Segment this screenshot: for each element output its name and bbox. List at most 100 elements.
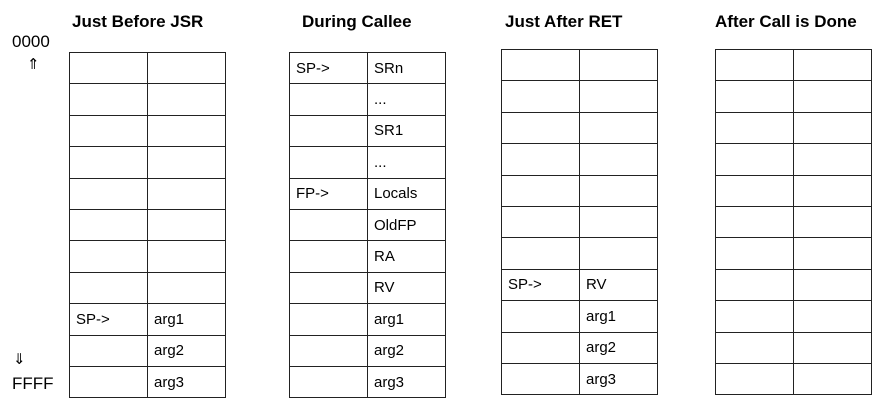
stack-row xyxy=(715,237,872,270)
value-cell xyxy=(147,51,226,85)
pointer-cell xyxy=(501,111,580,145)
value-cell: ... xyxy=(367,146,446,179)
pointer-cell xyxy=(715,300,794,333)
stack-row: arg3 xyxy=(501,362,658,396)
pointer-cell xyxy=(69,240,148,273)
stack-row: OldFP xyxy=(289,208,446,242)
stack-row: SP->RV xyxy=(501,268,658,302)
pointer-cell xyxy=(501,143,580,176)
stack-row xyxy=(501,143,658,176)
pointer-cell xyxy=(69,271,148,305)
value-cell: RV xyxy=(367,271,446,305)
value-cell xyxy=(147,146,226,179)
value-cell: arg1 xyxy=(579,300,658,333)
stack-row xyxy=(715,143,872,176)
stack-row xyxy=(715,48,872,82)
pointer-cell xyxy=(501,48,580,82)
stack-row xyxy=(715,300,872,333)
pointer-cell: SP-> xyxy=(501,268,580,302)
stack-row: arg1 xyxy=(501,300,658,333)
pointer-cell: SP-> xyxy=(69,303,148,336)
value-cell: OldFP xyxy=(367,208,446,242)
value-cell xyxy=(793,205,872,239)
stack-row: arg2 xyxy=(501,331,658,364)
pointer-cell xyxy=(289,83,368,116)
value-cell xyxy=(579,80,658,113)
arrow-up-icon: ⇑ xyxy=(27,56,40,73)
stack-row xyxy=(715,111,872,145)
pointer-cell xyxy=(69,114,148,148)
pointer-cell xyxy=(715,205,794,239)
pointer-cell xyxy=(69,208,148,242)
value-cell: arg2 xyxy=(367,334,446,367)
pointer-cell xyxy=(715,362,794,396)
value-cell xyxy=(793,143,872,176)
stack-row xyxy=(715,362,872,396)
pointer-cell xyxy=(69,83,148,116)
value-cell: arg2 xyxy=(147,334,226,367)
stack-row xyxy=(69,271,226,305)
value-cell: RA xyxy=(367,240,446,273)
value-cell xyxy=(579,205,658,239)
stack-title-4: After Call is Done xyxy=(715,12,857,31)
value-cell: arg3 xyxy=(147,365,226,399)
pointer-cell xyxy=(69,51,148,85)
value-cell: arg1 xyxy=(147,303,226,336)
value-cell xyxy=(579,237,658,270)
value-cell xyxy=(793,80,872,113)
pointer-cell xyxy=(501,80,580,113)
stack-row: arg3 xyxy=(289,365,446,399)
pointer-cell xyxy=(289,271,368,305)
stack-row: RA xyxy=(289,240,446,273)
stack-row xyxy=(501,80,658,113)
value-cell xyxy=(147,271,226,305)
value-cell xyxy=(147,83,226,116)
stack-row xyxy=(715,80,872,113)
value-cell xyxy=(579,143,658,176)
stack-row xyxy=(715,205,872,239)
value-cell xyxy=(793,362,872,396)
pointer-cell xyxy=(501,300,580,333)
pointer-cell xyxy=(69,334,148,367)
value-cell xyxy=(793,268,872,302)
stack-row xyxy=(69,208,226,242)
value-cell xyxy=(147,208,226,242)
stack-row xyxy=(69,146,226,179)
value-cell: RV xyxy=(579,268,658,302)
arrow-down-icon: ⇓ xyxy=(13,351,26,368)
stack-title-1: Just Before JSR xyxy=(72,12,204,31)
value-cell xyxy=(579,111,658,145)
value-cell xyxy=(793,331,872,364)
stack-row xyxy=(501,174,658,207)
pointer-cell xyxy=(289,365,368,399)
value-cell xyxy=(793,111,872,145)
pointer-cell xyxy=(715,331,794,364)
value-cell xyxy=(147,177,226,210)
pointer-cell xyxy=(715,80,794,113)
stack-row xyxy=(69,83,226,116)
pointer-cell xyxy=(715,143,794,176)
value-cell xyxy=(793,174,872,207)
pointer-cell xyxy=(715,48,794,82)
pointer-cell xyxy=(69,177,148,210)
value-cell: SRn xyxy=(367,51,446,85)
pointer-cell xyxy=(289,240,368,273)
stack-row: arg2 xyxy=(69,334,226,367)
pointer-cell xyxy=(289,146,368,179)
value-cell xyxy=(147,240,226,273)
value-cell: arg2 xyxy=(579,331,658,364)
value-cell xyxy=(793,300,872,333)
value-cell xyxy=(793,48,872,82)
value-cell xyxy=(579,174,658,207)
stack-row: ... xyxy=(289,146,446,179)
stack-row xyxy=(69,177,226,210)
value-cell xyxy=(147,114,226,148)
pointer-cell xyxy=(69,365,148,399)
stack-row xyxy=(501,205,658,239)
pointer-cell xyxy=(715,111,794,145)
value-cell: Locals xyxy=(367,177,446,210)
stack-row: RV xyxy=(289,271,446,305)
pointer-cell xyxy=(289,334,368,367)
